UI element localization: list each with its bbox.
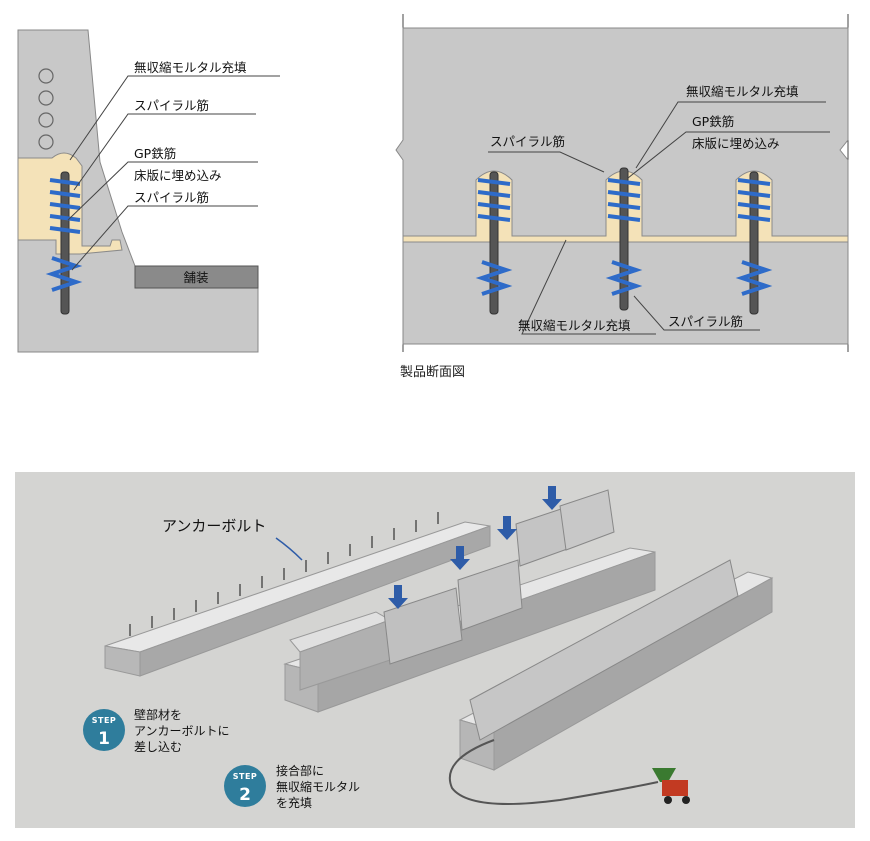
left-hole-2 bbox=[38, 90, 54, 106]
anchor-bolts bbox=[129, 512, 439, 636]
svg-text:2: 2 bbox=[239, 785, 251, 805]
right-label-embedded: 床版に埋め込み bbox=[692, 136, 780, 151]
step-1-text-line-3: 差し込む bbox=[134, 740, 182, 754]
base-beam-with-anchors bbox=[104, 512, 491, 677]
left-mortar-pocket bbox=[17, 152, 123, 255]
svg-text:STEP: STEP bbox=[233, 772, 258, 781]
svg-text:1: 1 bbox=[98, 729, 110, 749]
step-1-badge: STEP 1 bbox=[83, 709, 125, 751]
insertion-arrow-4 bbox=[542, 486, 562, 510]
left-label-embedded: 床版に埋め込み bbox=[134, 168, 222, 183]
left-cross-section: 舗装 無収縮モルタル充填 スパイラル筋 GP鉄筋 床版に埋め込み スパイラル筋 bbox=[17, 29, 280, 353]
left-upper-spiral bbox=[49, 178, 81, 234]
left-leader-lines bbox=[67, 75, 280, 271]
insertion-arrow-3 bbox=[497, 516, 517, 540]
section-caption: 製品断面図 bbox=[400, 365, 465, 380]
insertion-arrow-1 bbox=[388, 585, 408, 609]
right-leader-lines bbox=[488, 101, 830, 335]
left-label-mortar: 無収縮モルタル充填 bbox=[134, 60, 247, 75]
left-label-spiral-1: スパイラル筋 bbox=[134, 98, 209, 113]
step-2-text-line-2: 無収縮モルタル bbox=[276, 779, 360, 794]
right-cross-section: 無収縮モルタル充填 GP鉄筋 床版に埋め込み スパイラル筋 無収縮モルタル充填 … bbox=[395, 14, 849, 380]
svg-text:STEP: STEP bbox=[92, 716, 117, 725]
insertion-arrow-2 bbox=[450, 546, 470, 570]
step-2-text-line-1: 接合部に bbox=[276, 763, 324, 778]
grout-pump bbox=[652, 768, 690, 804]
anchor-bolt-pointer bbox=[275, 537, 303, 561]
step-2-badge: STEP 2 bbox=[224, 765, 266, 807]
middle-wall-assembly bbox=[283, 489, 656, 713]
step-1-text-line-1: 壁部材を bbox=[134, 707, 182, 722]
right-label-gp: GP鉄筋 bbox=[692, 114, 734, 129]
left-label-gp: GP鉄筋 bbox=[134, 146, 176, 161]
right-wall-assembly bbox=[458, 559, 774, 771]
left-hole-4 bbox=[38, 134, 54, 150]
right-label-spiral-left: スパイラル筋 bbox=[490, 134, 565, 149]
installation-illustration: アンカーボルト bbox=[15, 472, 855, 828]
anchor-bolt-label: アンカーボルト bbox=[162, 517, 266, 535]
left-hole-1 bbox=[38, 68, 54, 84]
pavement-block bbox=[134, 265, 259, 289]
grout-hose bbox=[448, 739, 659, 805]
step-1-text-line-2: アンカーボルトに bbox=[134, 724, 230, 738]
left-label-spiral-2: スパイラル筋 bbox=[134, 190, 209, 205]
left-lower-spiral bbox=[45, 256, 83, 292]
right-label-mortar-top: 無収縮モルタル充填 bbox=[686, 84, 799, 99]
step-2-text-line-3: を充填 bbox=[276, 795, 312, 810]
right-spirals bbox=[475, 178, 773, 296]
left-hole-3 bbox=[38, 112, 54, 128]
right-label-spiral-bottom: スパイラル筋 bbox=[668, 314, 743, 329]
pavement-label: 舗装 bbox=[183, 270, 208, 285]
right-label-mortar-bottom: 無収縮モルタル充填 bbox=[518, 318, 631, 333]
insertion-arrows bbox=[388, 486, 562, 609]
